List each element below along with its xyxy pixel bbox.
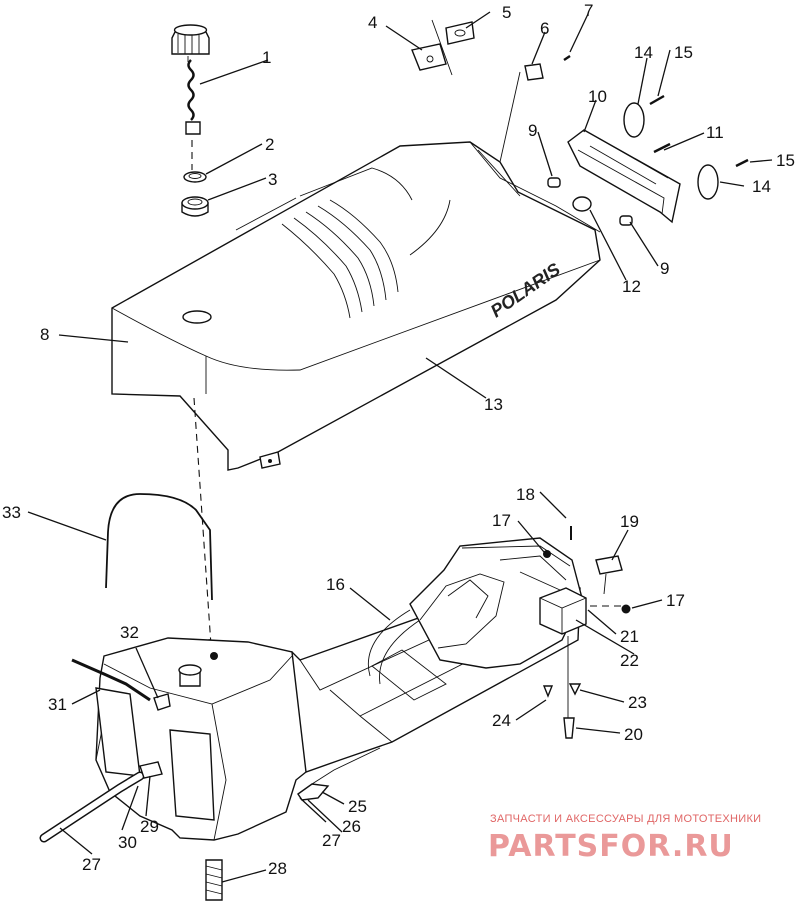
callout-33: 33 [2,503,21,522]
callout-20: 20 [624,725,643,744]
watermark: ЗАПЧАСТИ И АКСЕССУАРЫ ДЛЯ МОТОТЕХНИКИ PA… [488,813,761,864]
callout-12: 12 [622,277,641,296]
filler-grommet-part [181,196,209,217]
callout-23: 23 [628,693,647,712]
callout-13: 13 [484,395,503,414]
callout-22: 22 [620,651,639,670]
fuel-line-lower [39,761,163,843]
callout-11: 11 [706,123,724,142]
callout-17-upper: 17 [492,511,511,530]
watermark-site: PARTSFOR.RU [488,829,734,864]
callout-14-upper: 14 [634,43,653,62]
callout-18: 18 [516,485,535,504]
cap-gasket-part [183,171,207,183]
callout-4: 4 [368,13,377,32]
seat-assembly [111,141,601,471]
callout-labels: 1 2 3 4 5 6 7 8 9 9 10 11 12 13 14 14 15… [2,1,795,878]
callout-25: 25 [348,797,367,816]
callout-27-right: 27 [322,831,341,850]
callout-5: 5 [502,3,511,22]
callout-3: 3 [268,170,277,189]
callout-15-upper: 15 [674,43,693,62]
callout-32: 32 [120,623,139,642]
callout-8: 8 [40,325,49,344]
assembly-axis-tank [193,397,213,661]
callout-19: 19 [620,512,639,531]
watermark-tagline: ЗАПЧАСТИ И АКСЕССУАРЫ ДЛЯ МОТОТЕХНИКИ [490,813,761,825]
callout-6: 6 [540,19,549,38]
callout-1: 1 [262,48,271,67]
rear-fender [409,537,583,669]
fuel-line [105,493,213,601]
rear-mount-hardware [539,526,631,739]
callout-24: 24 [492,711,511,730]
callout-27-left: 27 [82,855,101,874]
callout-16: 16 [326,575,345,594]
callout-17-lower: 17 [666,591,685,610]
callout-29: 29 [140,817,159,836]
callout-2: 2 [265,135,274,154]
callout-31: 31 [48,695,67,714]
callout-26: 26 [342,817,361,836]
callout-9-lower: 9 [660,259,669,278]
callout-30: 30 [118,833,137,852]
tail-light-hardware [411,19,749,226]
callout-28: 28 [268,859,287,878]
callout-14-lower: 14 [752,177,771,196]
drain-fitting-part [205,859,223,901]
callout-21: 21 [620,627,639,646]
fuel-tank [95,637,307,841]
leader-lines [27,11,773,883]
callout-10: 10 [588,87,607,106]
callout-15-lower: 15 [776,151,795,170]
callout-9-upper: 9 [528,121,537,140]
fuel-cap-part [171,24,210,135]
callout-7: 7 [584,1,593,20]
vent-line [71,658,151,702]
